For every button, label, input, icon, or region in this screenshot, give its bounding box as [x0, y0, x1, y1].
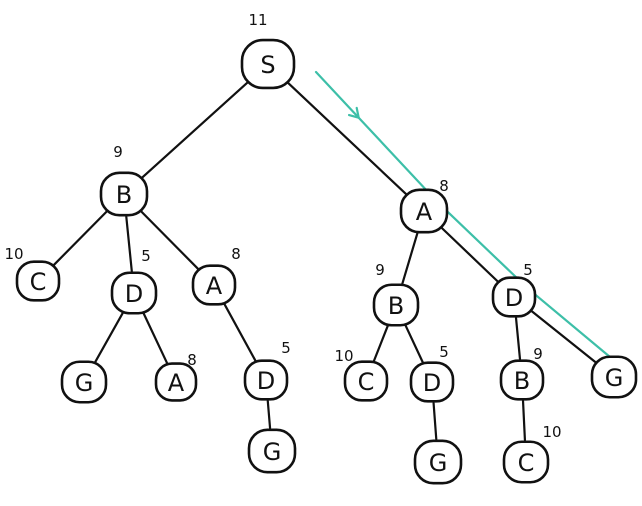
node-outline — [243, 359, 289, 401]
node-cost-label: 10 — [542, 423, 561, 441]
node-outline — [247, 428, 297, 474]
node-label: B — [116, 181, 132, 209]
node-cost-label: 11 — [248, 11, 267, 29]
edge-n1-n3 — [51, 209, 109, 268]
node-label: C — [518, 449, 535, 477]
node-outline — [491, 276, 537, 318]
node-outline — [499, 359, 545, 401]
tree-node-g: G — [413, 439, 463, 485]
edge-n5-n8 — [222, 302, 258, 363]
node-cost-label: 9 — [375, 261, 385, 279]
node-cost-label: 5 — [281, 339, 291, 357]
node-label: A — [206, 272, 223, 300]
tree-node-c: C 10 — [502, 423, 562, 484]
node-label: G — [75, 369, 94, 397]
node-cost-label: 5 — [439, 343, 449, 361]
node-label: D — [423, 369, 441, 397]
node-outline — [409, 361, 455, 403]
edge-n2-n11 — [439, 225, 500, 284]
node-label: D — [505, 284, 523, 312]
edges-layer — [51, 80, 598, 442]
node-label: C — [358, 368, 375, 396]
node-label: A — [416, 198, 433, 226]
node-cost-label: 10 — [334, 347, 353, 365]
tree-node-b: B9 — [499, 345, 545, 401]
node-outline — [372, 283, 420, 327]
highlighted-path-layer — [314, 70, 612, 359]
tree-node-a: A8 — [154, 351, 198, 402]
node-outline — [240, 38, 296, 90]
edge-n8-n9 — [266, 399, 272, 430]
node-label: G — [263, 438, 282, 466]
edge-n11-n15 — [514, 316, 522, 361]
node-outline — [590, 355, 638, 399]
tree-node-g: G — [247, 428, 297, 474]
node-outline — [399, 188, 449, 234]
tree-node-d: D5 — [409, 343, 455, 403]
tree-node-b: B9 — [99, 143, 149, 217]
node-label: A — [168, 369, 185, 397]
edge-n2-n10 — [401, 231, 419, 286]
edge-n4-n7 — [142, 311, 169, 366]
node-outline — [343, 360, 389, 402]
tree-node-c: C 10 — [334, 347, 389, 402]
tree-node-d: D5 — [110, 247, 158, 315]
node-outline — [60, 360, 108, 404]
node-label: B — [388, 292, 404, 320]
node-label: C — [30, 268, 47, 296]
node-cost-label: 5 — [523, 261, 533, 279]
node-label: B — [514, 367, 530, 395]
tree-node-a: A8 — [399, 177, 449, 234]
tree-node-d: D5 — [491, 261, 537, 318]
edge-n11-n16 — [529, 309, 598, 365]
tree-node-c: C 10 — [4, 245, 61, 302]
node-outline — [154, 362, 198, 402]
edge-n1-n5 — [139, 209, 201, 272]
node-cost-label: 10 — [4, 245, 23, 263]
edge-n0-n1 — [139, 80, 250, 180]
node-outline — [413, 439, 463, 485]
node-label: G — [605, 364, 624, 392]
node-cost-label: 8 — [439, 177, 449, 195]
tree-node-a: A8 — [191, 245, 241, 306]
node-outline — [15, 260, 61, 302]
edge-n1-n4 — [125, 215, 133, 273]
tree-node-s: S 11 — [240, 11, 296, 90]
edge-n0-n2 — [285, 80, 409, 197]
node-outline — [502, 440, 550, 484]
edge-n4-n6 — [93, 311, 125, 364]
node-outline — [191, 264, 237, 306]
tree-node-g: G — [590, 355, 638, 399]
node-outline — [99, 171, 149, 217]
node-label: G — [429, 449, 448, 477]
node-cost-label: 8 — [187, 351, 197, 369]
path-arrowhead — [347, 106, 361, 120]
tree-node-b: B9 — [372, 261, 420, 327]
node-label: S — [260, 51, 275, 79]
edge-n10-n13 — [404, 323, 425, 365]
node-cost-label: 8 — [231, 245, 241, 263]
highlighted-path-line — [314, 70, 612, 359]
tree-node-d: D5 — [243, 339, 291, 401]
node-cost-label: 9 — [533, 345, 543, 363]
node-label: D — [257, 367, 275, 395]
node-outline — [110, 271, 158, 315]
node-cost-label: 5 — [141, 247, 151, 265]
node-label: D — [125, 280, 143, 308]
edge-n10-n12 — [372, 324, 390, 363]
edge-n15-n17 — [521, 399, 527, 442]
tree-node-g: G — [60, 360, 108, 404]
node-cost-label: 9 — [113, 143, 123, 161]
edge-n13-n14 — [432, 401, 438, 441]
